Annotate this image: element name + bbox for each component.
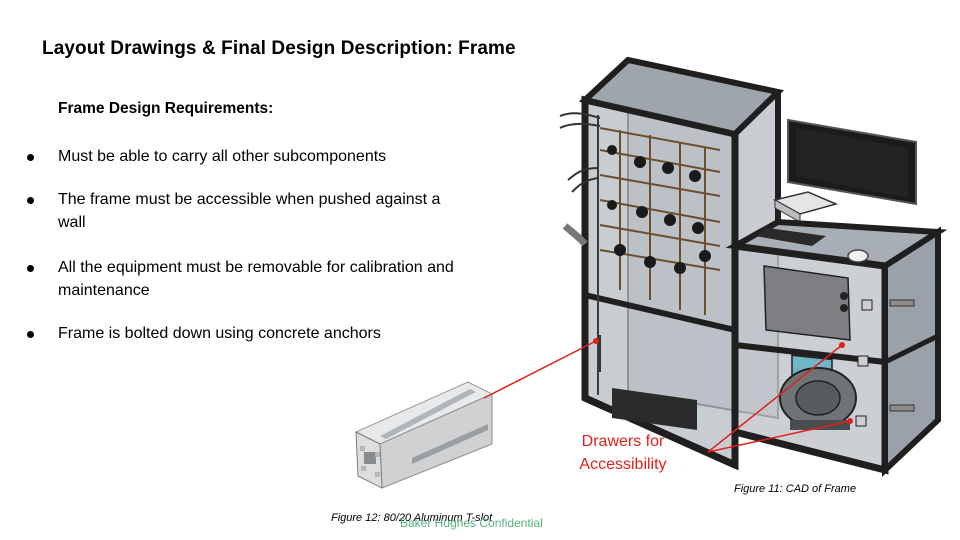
cad-frame-image — [559, 56, 948, 477]
slide-title: Layout Drawings & Final Design Descripti… — [42, 38, 516, 59]
callout-drawers-label: Drawers for Accessibility — [579, 433, 667, 473]
bullet-dot-icon — [27, 197, 34, 204]
callout-lines — [483, 338, 853, 453]
bullet-dot-icon — [27, 265, 34, 272]
tslot-extrusion-image — [354, 381, 494, 489]
bullet-dot-icon — [27, 154, 34, 161]
requirement-text: The frame must be accessible when pushed… — [58, 191, 441, 231]
confidential-footer: Baker Hughes Confidential — [400, 516, 543, 530]
bullet-dot-icon — [27, 331, 34, 338]
requirement-text: Must be able to carry all other subcompo… — [58, 148, 387, 165]
figure-11-caption: Figure 11: CAD of Frame — [734, 483, 857, 495]
requirements-heading: Frame Design Requirements: — [58, 100, 274, 117]
requirement-text: All the equipment must be removable for … — [58, 259, 454, 299]
figure-12-caption: Figure 12: 80/20 Aluminum T-slot — [331, 512, 493, 524]
requirement-text: Frame is bolted down using concrete anch… — [58, 325, 381, 342]
